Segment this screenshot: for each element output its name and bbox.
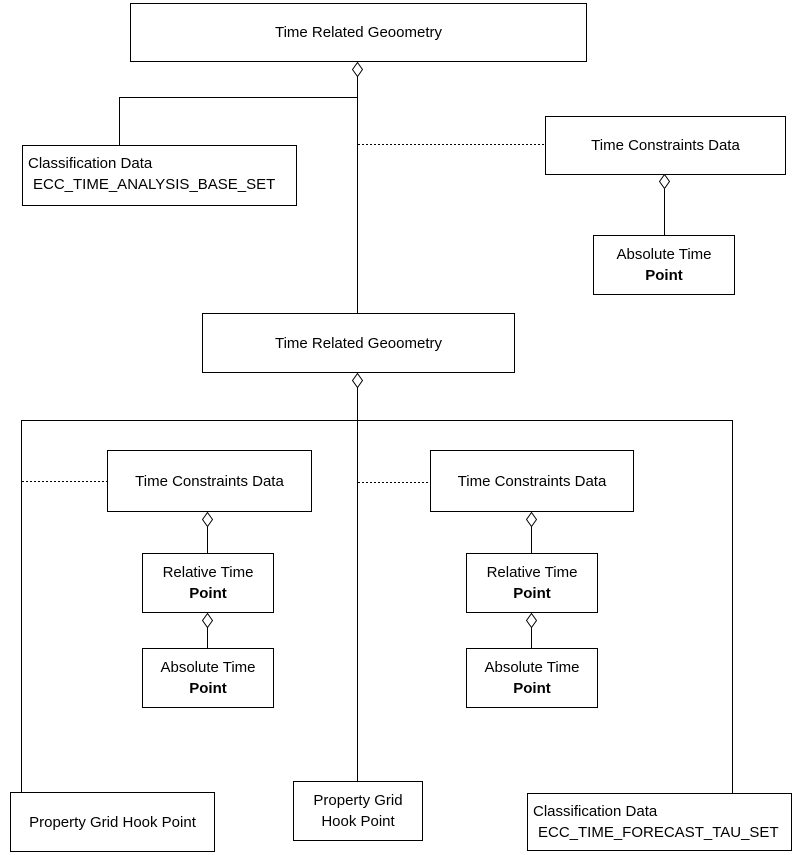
- node-sublabel: ECC_TIME_FORECAST_TAU_SET: [538, 824, 779, 841]
- node-time-related-geometry-mid: Time Related Geoometry: [202, 313, 515, 373]
- node-property-grid-hook-point-left: Property Grid Hook Point: [10, 792, 215, 852]
- node-absolute-time-point-top: Absolute Time Point: [593, 235, 735, 295]
- node-relative-time-point-left: Relative Time Point: [142, 553, 274, 613]
- connector-line-relative-left-to-absolute: [207, 627, 208, 648]
- aggregation-diamond-icon: [525, 511, 538, 528]
- node-sublabel: Point: [189, 585, 227, 602]
- node-label: Relative Time: [162, 564, 254, 581]
- node-relative-time-point-right: Relative Time Point: [466, 553, 598, 613]
- node-sublabel: Point: [513, 585, 551, 602]
- connector-line-top-trunk: [357, 76, 358, 313]
- node-label: Relative Time: [486, 564, 578, 581]
- node-label: Classification Data: [533, 803, 658, 820]
- node-label: Time Related Geoometry: [274, 24, 442, 41]
- node-sublabel: ECC_TIME_ANALYSIS_BASE_SET: [33, 176, 276, 193]
- dashed-link-to-tcd-right: [358, 482, 430, 483]
- connector-line-tcd-top-to-absolute: [664, 189, 665, 235]
- node-sublabel: Point: [645, 267, 683, 284]
- node-label: Classification Data: [28, 155, 153, 172]
- node-time-constraints-data-right: Time Constraints Data: [430, 450, 634, 512]
- connector-line-mid-trunk: [357, 387, 358, 420]
- node-label: Time Constraints Data: [591, 137, 740, 154]
- node-time-related-geometry-top: Time Related Geoometry: [130, 3, 587, 62]
- node-sublabel: Point: [513, 680, 551, 697]
- connector-line-left-drop: [21, 420, 22, 792]
- node-label: Property Grid: [313, 792, 403, 809]
- aggregation-diamond-icon: [201, 612, 214, 629]
- aggregation-diamond-icon: [351, 61, 364, 78]
- node-label: Absolute Time: [616, 246, 712, 263]
- node-label: Time Constraints Data: [135, 472, 284, 490]
- connector-line-top-branch: [119, 97, 358, 98]
- dashed-link-to-tcd-left: [22, 481, 107, 482]
- node-label: Absolute Time: [484, 659, 580, 676]
- connector-line-right-drop: [732, 420, 733, 793]
- node-sublabel: Hook Point: [321, 813, 395, 830]
- connector-line-relative-right-to-absolute: [531, 627, 532, 648]
- node-time-constraints-data-left: Time Constraints Data: [107, 450, 312, 512]
- node-label: Property Grid Hook Point: [29, 813, 196, 831]
- node-property-grid-hook-point-mid: Property Grid Hook Point: [293, 781, 423, 841]
- connector-line-tcd-right-to-relative: [531, 527, 532, 553]
- connector-line-tcd-left-to-relative: [207, 527, 208, 553]
- node-label: Time Related Geoometry: [274, 334, 442, 352]
- node-classification-data-forecast-tau-set: Classification Data ECC_TIME_FORECAST_TA…: [527, 793, 792, 851]
- node-label: Absolute Time: [160, 659, 256, 676]
- node-time-constraints-data-top: Time Constraints Data: [545, 116, 786, 175]
- aggregation-diamond-icon: [658, 173, 671, 190]
- node-sublabel: Point: [189, 680, 227, 697]
- node-absolute-time-point-left: Absolute Time Point: [142, 648, 274, 708]
- connector-line-center-drop: [357, 420, 358, 781]
- aggregation-diamond-icon: [201, 511, 214, 528]
- connector-line-to-classification-analysis: [119, 97, 120, 145]
- node-classification-data-analysis-base-set: Classification Data ECC_TIME_ANALYSIS_BA…: [22, 145, 297, 206]
- node-absolute-time-point-right: Absolute Time Point: [466, 648, 598, 708]
- dashed-link-to-tcd-top: [358, 144, 545, 145]
- connector-line-lower-branch: [21, 420, 732, 421]
- aggregation-diamond-icon: [351, 372, 364, 389]
- node-label: Time Constraints Data: [457, 472, 607, 490]
- aggregation-diamond-icon: [525, 612, 538, 629]
